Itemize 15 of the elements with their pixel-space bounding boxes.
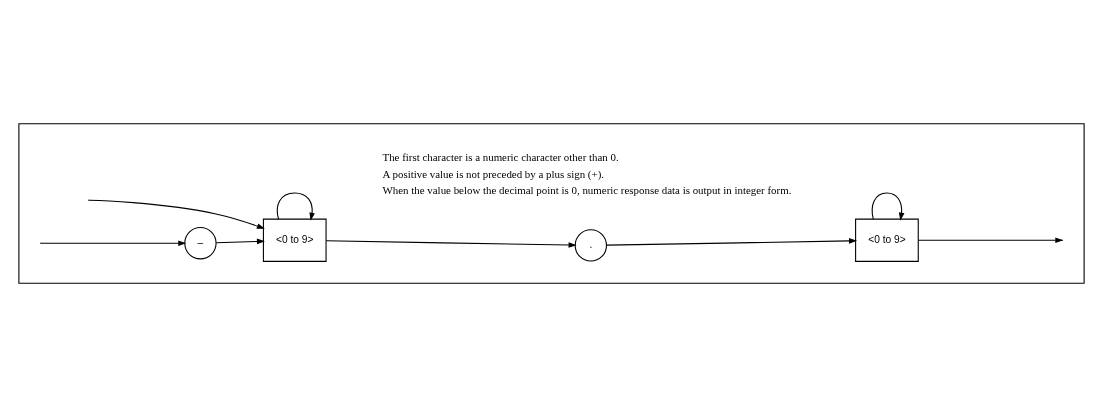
arrow <box>871 191 905 221</box>
node-box: <0 to 9> <box>855 218 919 262</box>
node-box: <0 to 9> <box>262 218 327 262</box>
arrow <box>40 239 187 246</box>
label: A positive value is not preceded by a plus sign (+). <box>382 167 605 180</box>
arrow <box>88 199 265 229</box>
arrow <box>606 237 857 246</box>
node-circle: . <box>574 228 608 262</box>
arrow <box>215 238 265 244</box>
cluster <box>18 122 1085 284</box>
label: The first character is a numeric character other than 0. <box>382 150 619 163</box>
node-circle: – <box>184 226 217 259</box>
arrow <box>276 191 315 221</box>
arrow <box>325 239 577 248</box>
label: When the value below the decimal point is 0, numeric response data is output in integer form. <box>382 183 792 196</box>
